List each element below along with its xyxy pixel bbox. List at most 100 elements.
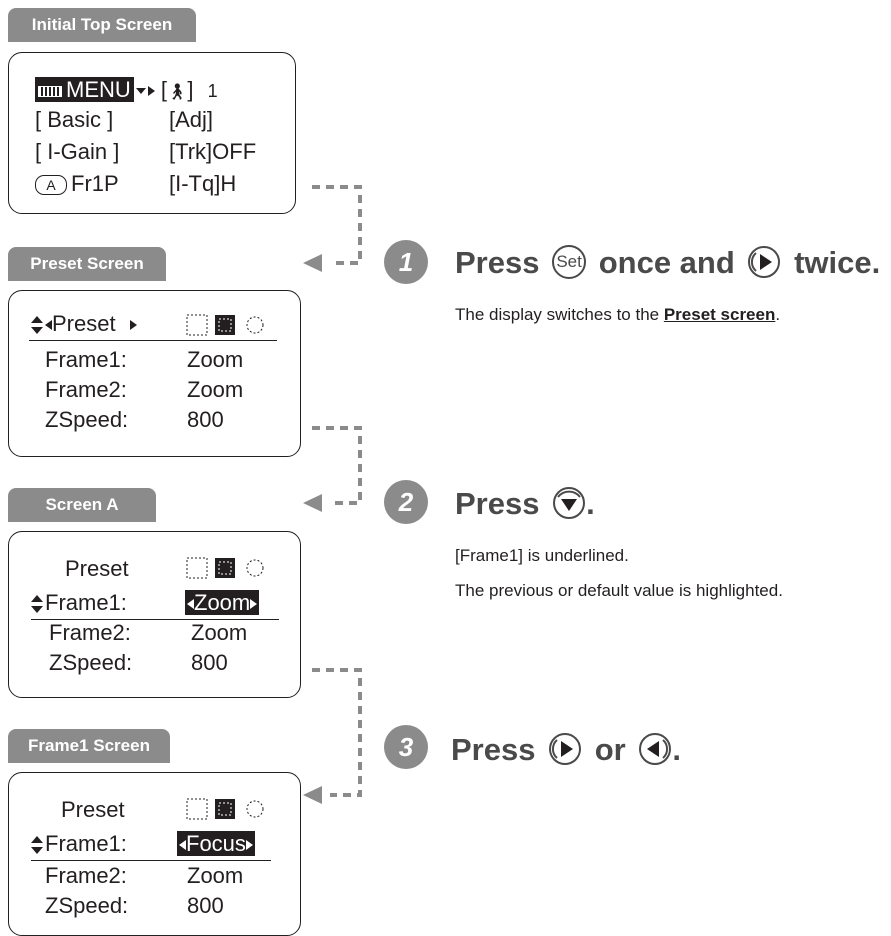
set-button-icon: Set	[552, 244, 587, 279]
screen-a: Preset Frame1: Zoom Frame2: Zoom ZSpeed:…	[8, 531, 301, 698]
step-number-1: 1	[384, 240, 428, 284]
step-3-middle-text: or	[594, 732, 626, 767]
right-arrow-icon	[129, 320, 137, 331]
step-1-description: The display switches to the Preset scree…	[455, 305, 780, 325]
frame1-screen: Preset Frame1: Focus Frame2: Zoom ZSpeed…	[8, 772, 301, 936]
gear-icon	[246, 800, 264, 818]
frame1-row: Frame1:	[31, 831, 127, 857]
press-text: Press	[455, 486, 540, 521]
menu-row: MENU [🚶︎] 1	[35, 77, 218, 106]
id-value: 1	[207, 81, 218, 101]
row-label: ZSpeed:	[45, 407, 129, 432]
tag-frame1-screen: Frame1 Screen	[8, 729, 170, 763]
step-number-3: 3	[384, 725, 428, 769]
adj-label: [Adj]	[169, 107, 214, 132]
row-label: ZSpeed:	[49, 650, 133, 675]
step-1-middle-text: once and	[598, 245, 735, 280]
right-button-icon	[549, 732, 582, 765]
step-1-end-text: twice.	[794, 245, 881, 280]
person-mode-icon	[186, 798, 208, 820]
connector-1	[312, 185, 362, 265]
step-1-title: Press Set once and twice.	[455, 243, 880, 283]
arrowhead-1	[303, 254, 322, 272]
left-arrow-icon	[187, 599, 194, 610]
updown-icon	[31, 835, 43, 855]
connector-2	[312, 426, 362, 505]
arrowhead-2	[303, 494, 322, 512]
preset-mode-icon	[215, 799, 235, 819]
menu-down-icon	[135, 88, 146, 95]
value-highlight: Focus	[177, 831, 255, 856]
row-value: Zoom	[194, 590, 251, 615]
tag-initial-top-screen: Initial Top Screen	[8, 8, 196, 42]
highlighted-value: Focus	[177, 831, 255, 857]
frame1-underline	[31, 619, 279, 620]
left-arrow-icon	[45, 320, 52, 331]
frame1-row: Frame1:	[31, 590, 127, 616]
menu-label: MENU	[66, 77, 131, 102]
left-arrow-icon	[179, 840, 186, 851]
tag-preset-screen: Preset Screen	[8, 247, 166, 281]
row-label: Frame1:	[45, 347, 127, 372]
basic-label: [ Basic ]	[35, 107, 114, 132]
updown-icon	[31, 315, 43, 335]
row-label: Frame2:	[45, 863, 127, 888]
desc-suffix: .	[775, 305, 781, 324]
preset-mode-icon	[215, 315, 235, 335]
row-value: Focus	[186, 831, 246, 856]
press-text: Press	[455, 245, 540, 280]
row-label: Frame1:	[45, 590, 127, 615]
mode-icons	[186, 557, 264, 579]
step-3-title: Press or .	[451, 730, 681, 770]
gear-icon	[246, 316, 264, 334]
a-badge: A	[35, 175, 67, 196]
row-label: Frame2:	[49, 620, 131, 645]
preset-screen-link[interactable]: Preset screen	[663, 305, 776, 324]
preset-title-underline	[29, 340, 277, 341]
row-label: Frame1:	[45, 831, 127, 856]
mode-icons	[186, 314, 264, 336]
step-2-desc-1: [Frame1] is underlined.	[455, 546, 629, 565]
menu-grid-icon	[38, 85, 62, 97]
right-button-icon	[748, 245, 781, 278]
connector-3	[312, 668, 362, 797]
set-label: Set	[556, 251, 582, 271]
person-mode-icon	[186, 314, 208, 336]
row-label: Frame2:	[45, 377, 127, 402]
preset-title-row: Preset	[31, 311, 137, 337]
step-2-end-text: .	[586, 486, 595, 521]
trk-label: [Trk]OFF	[169, 139, 257, 164]
step-2-title: Press .	[455, 484, 595, 524]
right-arrow-icon	[250, 599, 258, 610]
right-arrow-icon	[245, 840, 253, 851]
row-value: Zoom	[191, 620, 248, 645]
step-3-end-text: .	[672, 732, 681, 767]
igain-label: [ I-Gain ]	[35, 139, 120, 164]
row-value: Zoom	[187, 863, 244, 888]
initial-top-screen: MENU [🚶︎] 1 [ Basic ] [Adj] [ I-Gain ] […	[8, 52, 296, 214]
row-value: Zoom	[187, 377, 244, 402]
highlighted-value: Zoom	[185, 590, 260, 616]
itq-label: [I-Tq]H	[169, 171, 237, 196]
updown-icon	[31, 594, 43, 614]
screen-a-title: Preset	[65, 556, 129, 581]
preset-screen: Preset Frame1: Zoom Frame2: Zoom ZSpeed:…	[8, 290, 301, 457]
desc-prefix: The display switches to the	[455, 305, 664, 324]
gear-icon	[246, 559, 264, 577]
preset-mode-icon	[215, 558, 235, 578]
row-label: ZSpeed:	[45, 893, 129, 918]
frame1-screen-title: Preset	[61, 797, 125, 822]
left-button-icon	[639, 732, 672, 765]
arrowhead-3	[303, 786, 322, 804]
value-highlight: Zoom	[185, 590, 260, 615]
row-value: 800	[191, 650, 228, 675]
menu-badge: MENU	[35, 77, 134, 102]
step-number-2: 2	[384, 480, 428, 524]
preset-title: Preset	[52, 311, 116, 336]
press-text: Press	[451, 732, 536, 767]
fr1p-label: Fr1P	[71, 171, 119, 196]
row-value: Zoom	[187, 347, 244, 372]
row-value: 800	[187, 407, 224, 432]
frame1-underline	[31, 860, 271, 861]
